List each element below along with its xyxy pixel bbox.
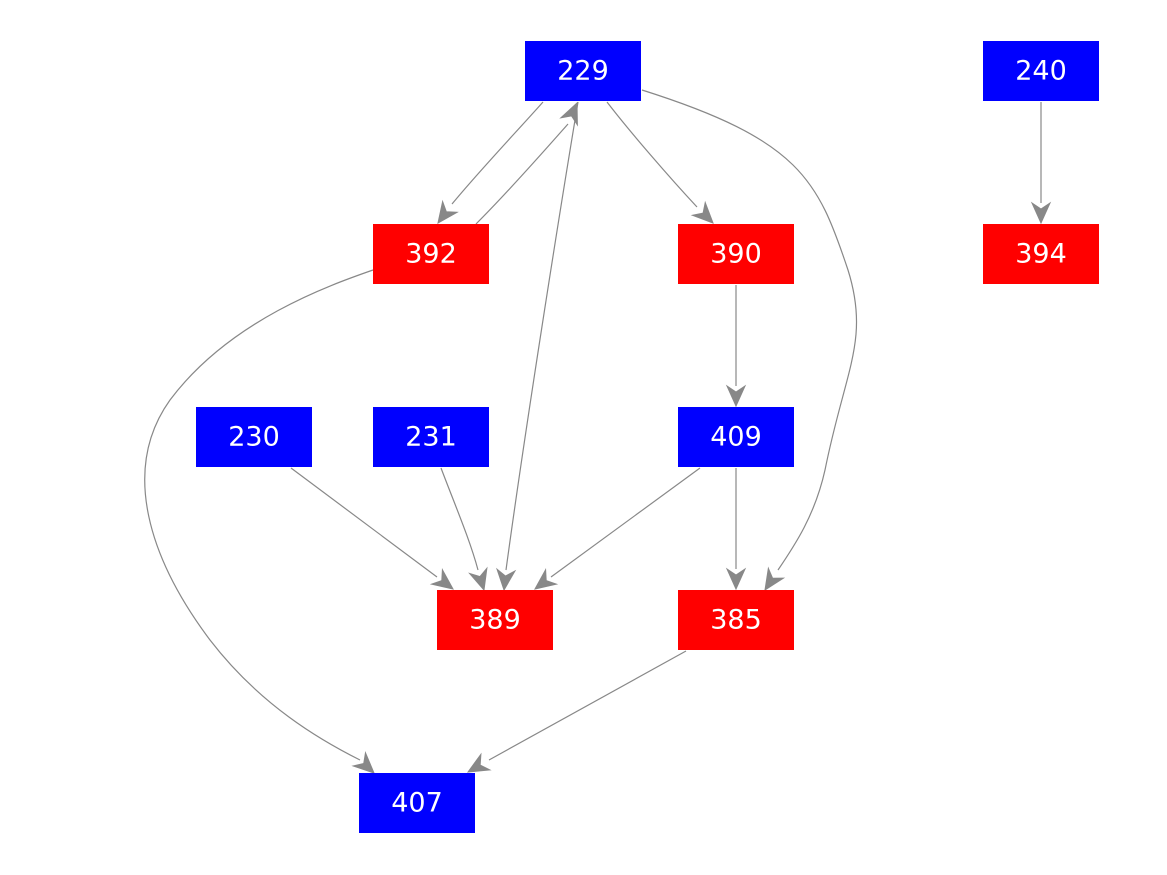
edge-line	[290, 467, 438, 578]
arrowhead-icon	[534, 568, 559, 590]
node-230[interactable]: 230	[196, 407, 312, 467]
node-label: 409	[710, 422, 762, 453]
node-240[interactable]: 240	[983, 41, 1099, 101]
node-label: 231	[405, 422, 457, 453]
node-box[interactable]	[373, 407, 489, 467]
node-box[interactable]	[373, 224, 489, 284]
edge-409-to-385	[725, 468, 747, 591]
edge-392-to-229	[475, 101, 578, 225]
edges-layer	[144, 89, 1052, 774]
arrowhead-icon	[559, 101, 578, 127]
nodes-layer: 229 240 392 390 394 230 231 409 389 385 407	[196, 41, 1099, 833]
edge-line	[606, 101, 698, 208]
arrowhead-icon	[690, 200, 714, 224]
edge-line	[505, 101, 579, 571]
node-394[interactable]: 394	[983, 224, 1099, 284]
edge-line	[550, 467, 701, 578]
node-label: 385	[710, 605, 762, 636]
edge-240-to-394	[1030, 102, 1052, 225]
node-label: 407	[391, 788, 443, 819]
arrowhead-icon	[429, 568, 454, 590]
node-box[interactable]	[196, 407, 312, 467]
edge-229-to-389	[496, 101, 579, 592]
arrowhead-icon	[437, 199, 459, 224]
edge-409-to-389	[534, 467, 701, 590]
node-407[interactable]: 407	[359, 773, 475, 833]
node-label: 394	[1015, 239, 1067, 270]
arrowhead-icon	[351, 750, 375, 774]
edge-229-to-392	[437, 101, 544, 224]
arrowhead-icon	[725, 384, 747, 408]
node-box[interactable]	[678, 224, 794, 284]
arrowhead-icon	[725, 567, 747, 591]
edge-385-to-407	[466, 650, 687, 773]
edge-392-to-407	[144, 269, 375, 774]
arrowhead-icon	[764, 566, 786, 592]
node-box[interactable]	[983, 41, 1099, 101]
node-label: 389	[469, 605, 521, 636]
edge-229-to-385	[641, 89, 858, 592]
arrowhead-icon	[496, 567, 517, 592]
node-389[interactable]: 389	[437, 590, 553, 650]
edge-line	[475, 123, 569, 225]
arrowhead-icon	[468, 566, 488, 592]
node-390[interactable]: 390	[678, 224, 794, 284]
node-label: 390	[710, 239, 762, 270]
node-label: 229	[557, 56, 609, 87]
node-231[interactable]: 231	[373, 407, 489, 467]
arrowhead-icon	[466, 752, 492, 773]
edge-line	[440, 467, 479, 571]
node-392[interactable]: 392	[373, 224, 489, 284]
edge-line	[488, 650, 687, 761]
node-box[interactable]	[678, 590, 794, 650]
node-label: 230	[228, 422, 280, 453]
node-label: 392	[405, 239, 457, 270]
node-box[interactable]	[525, 41, 641, 101]
node-box[interactable]	[437, 590, 553, 650]
node-385[interactable]: 385	[678, 590, 794, 650]
node-box[interactable]	[359, 773, 475, 833]
node-229[interactable]: 229	[525, 41, 641, 101]
edge-line	[451, 101, 544, 205]
node-box[interactable]	[678, 407, 794, 467]
edge-230-to-389	[290, 467, 454, 590]
edge-229-to-390	[606, 101, 714, 224]
edge-231-to-389	[440, 467, 488, 592]
edge-line	[641, 89, 858, 571]
node-label: 240	[1015, 56, 1067, 87]
edge-line	[144, 269, 374, 761]
edge-390-to-409	[725, 285, 747, 408]
node-409[interactable]: 409	[678, 407, 794, 467]
arrowhead-icon	[1030, 201, 1052, 225]
node-box[interactable]	[983, 224, 1099, 284]
